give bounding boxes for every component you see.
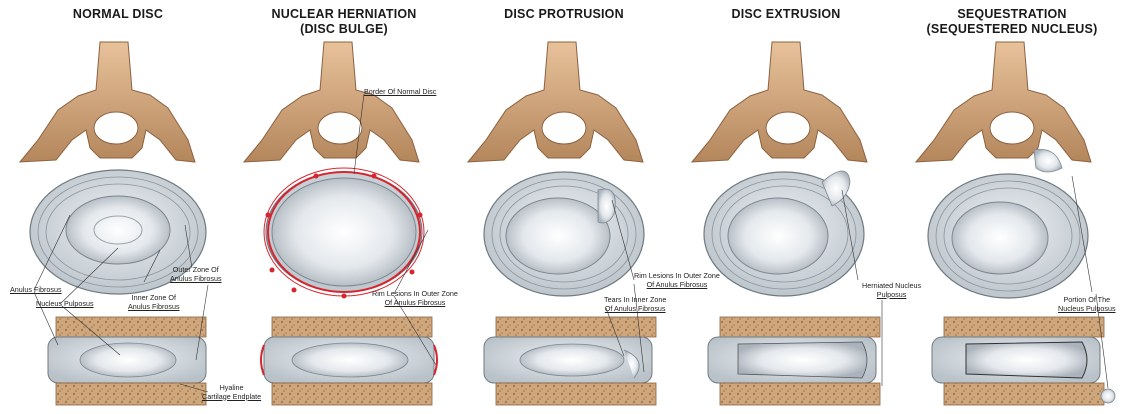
label-line: Of Anulus Fibrosus [634,281,720,290]
panel-title-line1: NUCLEAR HERNIATION [234,7,454,22]
disc-side-view [261,317,437,405]
label-rim-lesions-bulge: Rim Lesions In Outer Zone Of Anulus Fibr… [372,290,458,307]
disc-top-view [928,174,1088,298]
vertebra-arch [692,42,867,162]
label-hyaline-endplate: Hyaline Cartilage Endplate [202,384,261,401]
label-line: Nucleus Pulposus [36,300,94,309]
label-line: Cartilage Endplate [202,393,261,402]
disc-side-view [484,317,656,405]
disc-top-view [484,172,644,296]
panel-title-disc-extrusion: DISC EXTRUSION [676,7,896,22]
panel-title-normal-disc: NORMAL DISC [8,7,228,22]
panel-title-sequestration: SEQUESTRATION (SEQUESTERED NUCLEUS) [902,7,1122,37]
vertebra-arch [20,42,195,162]
panel-title-line1: DISC PROTRUSION [454,7,674,22]
label-anulus-fibrosus: Anulus Fibrosus [10,286,62,295]
disc-side-view [48,317,206,405]
label-border-normal-disc: Border Of Normal Disc [364,88,436,97]
label-line: Anulus Fibrosus [10,286,62,295]
label-line: Anulus Fibrosus [128,303,180,312]
label-line: Of Anulus Fibrosus [604,305,666,314]
disc-side-view [708,317,880,405]
label-line: Nucleus Pulposus [1058,305,1116,314]
panel-normal-disc [20,42,208,405]
label-inner-zone: Inner Zone Of Anulus Fibrosus [128,294,180,311]
panel-title-nuclear-herniation: NUCLEAR HERNIATION (DISC BULGE) [234,7,454,37]
vertebra-arch [244,42,419,162]
disc-top-view [704,171,864,296]
panel-title-line2: (SEQUESTERED NUCLEUS) [902,22,1122,37]
label-rim-lesions-protrusion: Rim Lesions In Outer Zone Of Anulus Fibr… [634,272,720,289]
label-line: Border Of Normal Disc [364,88,436,97]
label-outer-zone: Outer Zone Of Anulus Fibrosus [170,266,222,283]
panel-title-line1: SEQUESTRATION [902,7,1122,22]
label-line: Of Anulus Fibrosus [372,299,458,308]
panel-title-line2: (DISC BULGE) [234,22,454,37]
label-line: Pulposus [862,291,921,300]
label-portion-nucleus: Portion Of The Nucleus Pulposus [1058,296,1116,313]
label-line: Anulus Fibrosus [170,275,222,284]
disc-top-view [264,168,424,299]
vertebra-arch [916,42,1091,172]
label-nucleus-pulposus: Nucleus Pulposus [36,300,94,309]
label-tears-inner-zone: Tears In Inner Zone Of Anulus Fibrosus [604,296,666,313]
panel-title-line1: DISC EXTRUSION [676,7,896,22]
panel-disc-protrusion [468,42,656,405]
disc-side-view [932,317,1115,405]
panel-sequestration [916,42,1115,405]
panel-title-line1: NORMAL DISC [8,7,228,22]
panel-title-disc-protrusion: DISC PROTRUSION [454,7,674,22]
panel-disc-extrusion [692,42,882,405]
label-herniated-nucleus: Herniated Nucleus Pulposus [862,282,921,299]
vertebra-arch [468,42,643,162]
